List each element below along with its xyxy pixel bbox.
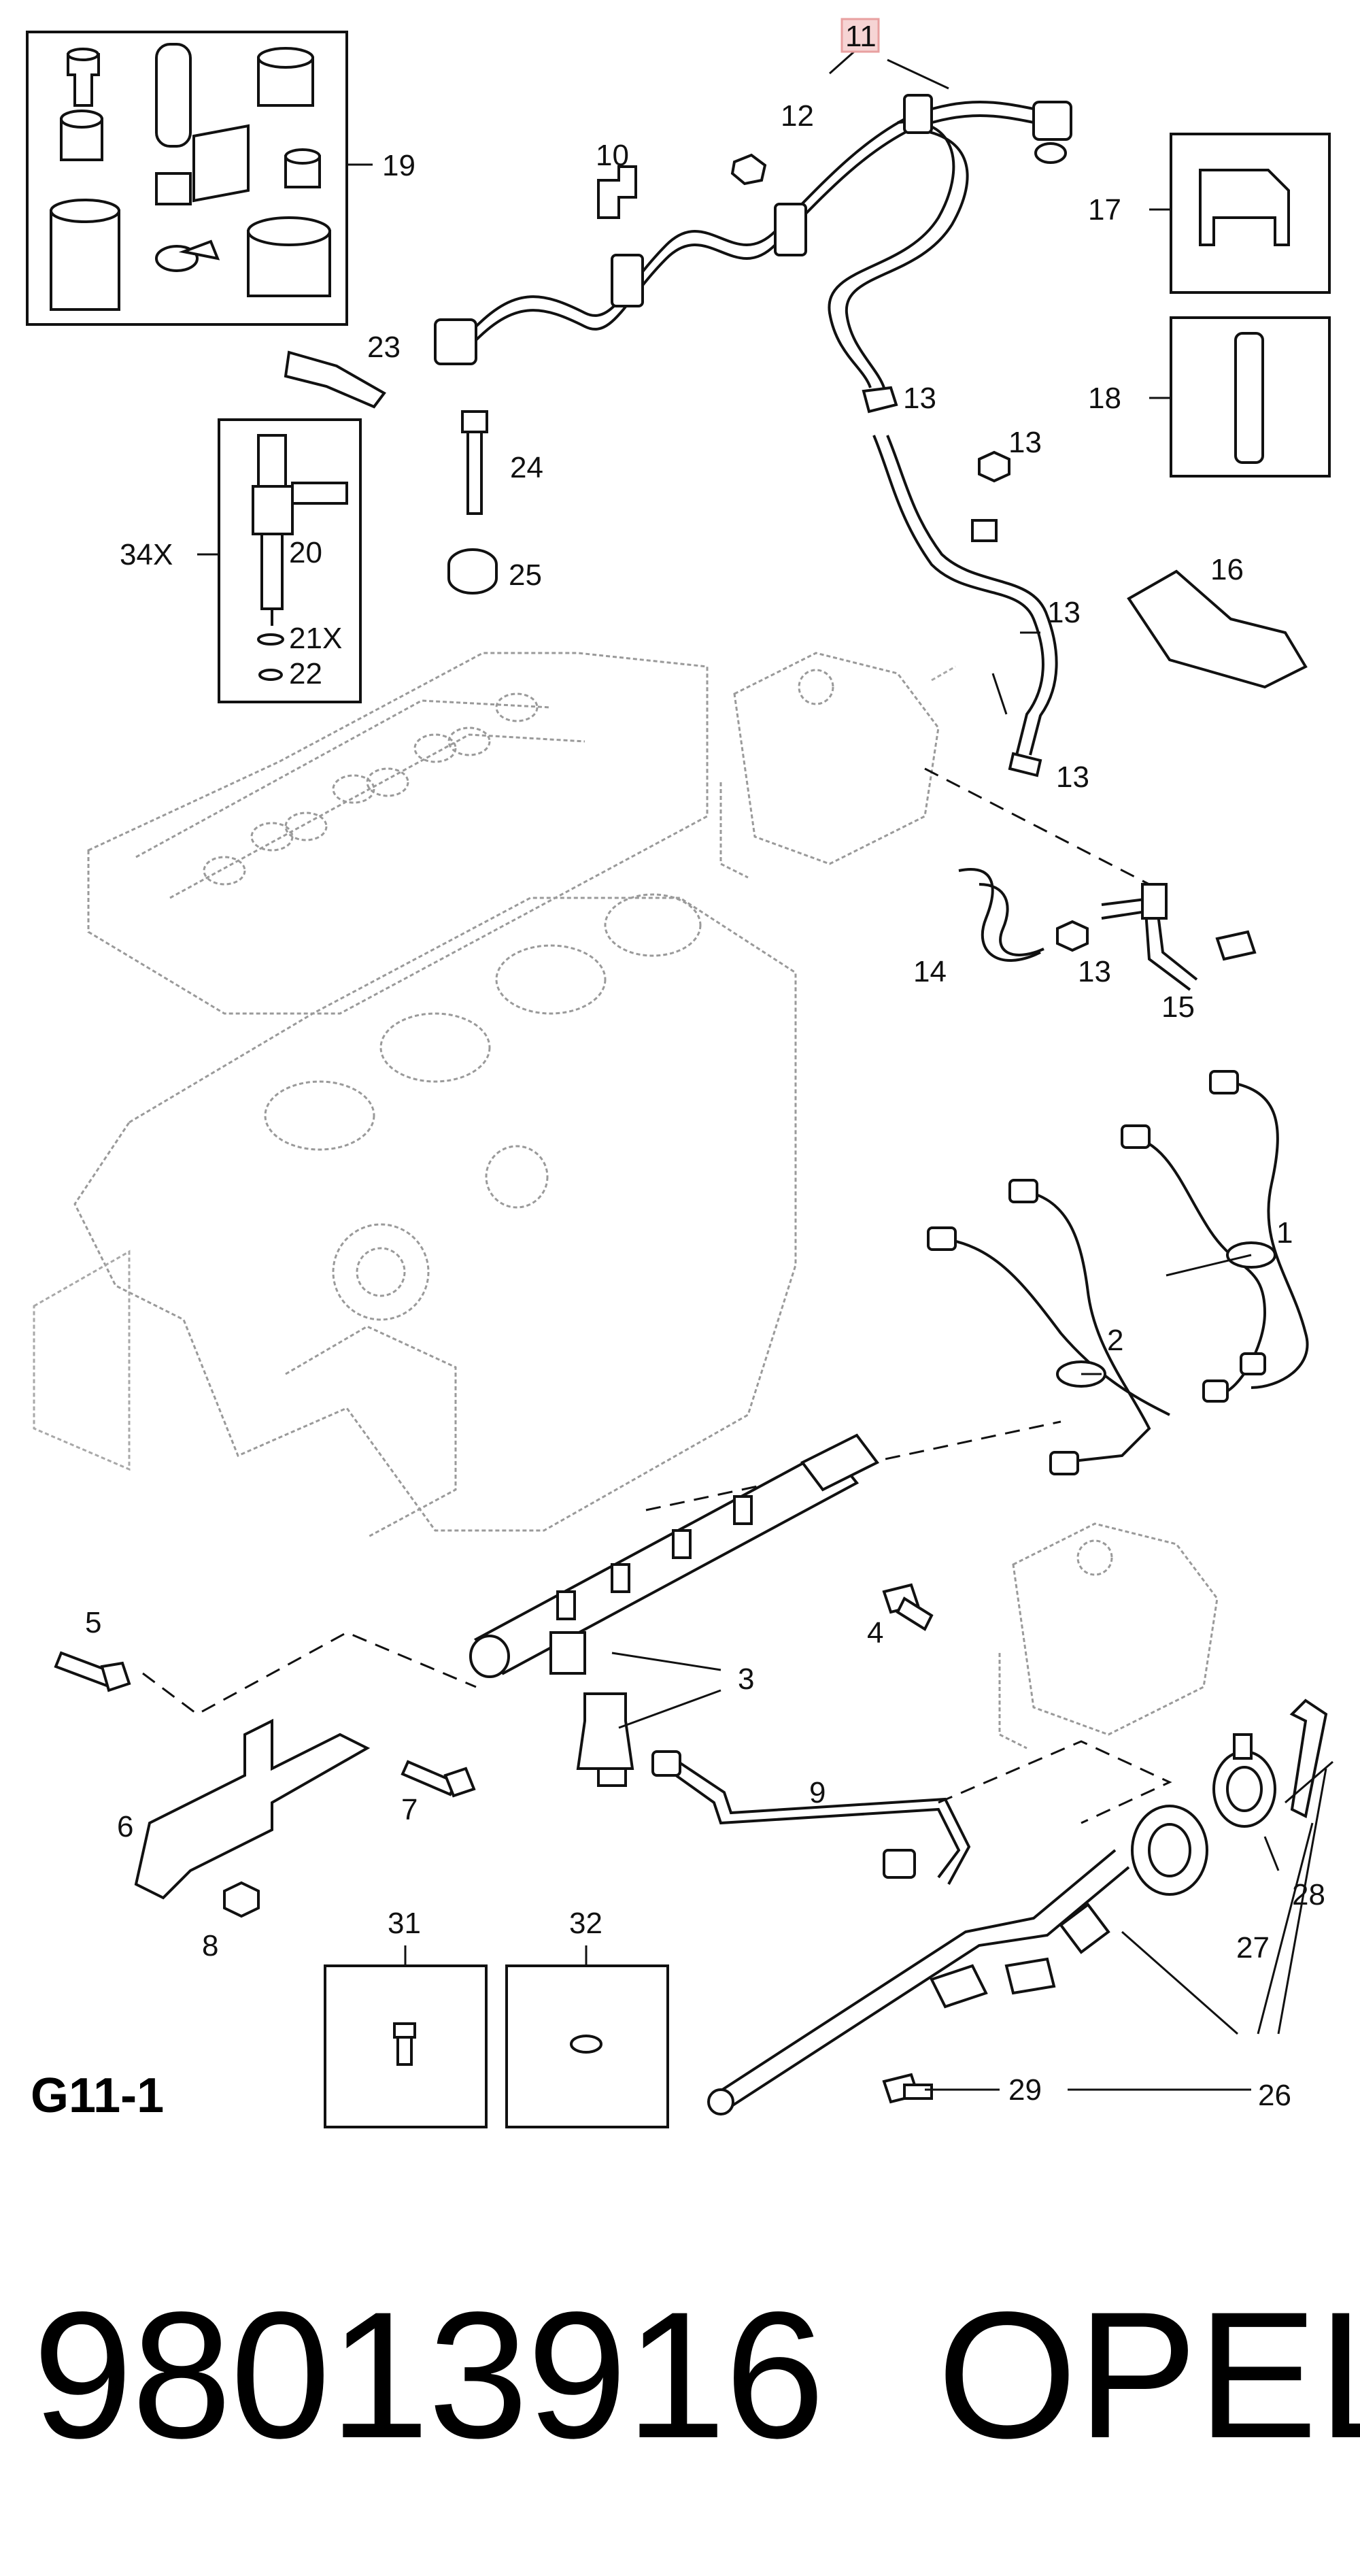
callout-1[interactable]: 1 bbox=[1276, 1216, 1293, 1250]
callout-17[interactable]: 15 bbox=[1161, 990, 1195, 1024]
bracket-25 bbox=[284, 350, 386, 409]
bolt-7 bbox=[401, 1760, 476, 1798]
brand-name: OPEL bbox=[937, 2275, 1360, 2476]
cap-27 bbox=[447, 548, 498, 595]
callout-11-highlight bbox=[840, 18, 880, 53]
callout-19[interactable]: 17 bbox=[1088, 193, 1121, 227]
callout-23[interactable]: 21X bbox=[289, 622, 342, 655]
callout-27[interactable]: 25 bbox=[509, 558, 542, 592]
callout-3[interactable]: 3 bbox=[738, 1662, 754, 1696]
callout-13-top[interactable]: 13 bbox=[903, 382, 936, 415]
callout-10[interactable]: 10 bbox=[596, 139, 629, 172]
callout-13-low[interactable]: 13 bbox=[1078, 955, 1111, 988]
inset-box-33 bbox=[505, 1945, 669, 2128]
bracket-18 bbox=[1127, 569, 1308, 689]
dash-bracket bbox=[142, 1631, 477, 1716]
pipe-14 bbox=[872, 435, 1058, 777]
pipe-9 bbox=[651, 1750, 971, 1885]
callout-34x[interactable]: 34X bbox=[120, 538, 173, 571]
pipe-17 bbox=[1101, 883, 1257, 991]
bracket-6 bbox=[134, 1718, 371, 1900]
bolt-26 bbox=[461, 410, 488, 515]
inset-box-34x bbox=[197, 418, 362, 703]
injection-pump-ghost-bottom bbox=[998, 1522, 1219, 1750]
hose-16 bbox=[958, 868, 1044, 962]
leader-lines bbox=[611, 45, 1333, 2091]
clip-10 bbox=[597, 165, 637, 219]
inset-box-20 bbox=[1149, 316, 1331, 478]
callout-26[interactable]: 24 bbox=[510, 451, 543, 484]
callout-22[interactable]: 20 bbox=[289, 536, 322, 569]
callout-31[interactable]: 29 bbox=[1008, 2073, 1042, 2107]
callout-16[interactable]: 14 bbox=[913, 955, 947, 988]
callout-30[interactable]: 28 bbox=[1292, 1878, 1325, 1911]
callout-11[interactable]: 11 bbox=[845, 20, 877, 53]
bolt-31 bbox=[882, 2073, 933, 2104]
fuel-rail-3 bbox=[469, 1433, 880, 1678]
callout-18[interactable]: 16 bbox=[1210, 553, 1244, 586]
bolt-4 bbox=[882, 1583, 934, 1631]
engine-block-ghost bbox=[33, 893, 797, 1539]
callout-29[interactable]: 27 bbox=[1236, 1931, 1270, 1964]
callout-21x[interactable]: 19 bbox=[382, 149, 415, 182]
callout-9[interactable]: 9 bbox=[809, 1776, 826, 1809]
callout-7[interactable]: 7 bbox=[401, 1793, 418, 1826]
injector-pipes-1 bbox=[1121, 1070, 1309, 1403]
callout-5[interactable]: 5 bbox=[85, 1606, 101, 1639]
inset-box-32 bbox=[324, 1945, 488, 2128]
callout-32[interactable]: 31 bbox=[388, 1907, 421, 1940]
inset-box-19 bbox=[1149, 133, 1331, 294]
callout-20[interactable]: 18 bbox=[1088, 382, 1121, 415]
fuel-return-hose-assembly bbox=[434, 94, 1072, 414]
clip-30 bbox=[1289, 1699, 1328, 1818]
callout-13-mid[interactable]: 13 bbox=[1056, 760, 1089, 794]
dash-pump-top bbox=[924, 767, 1150, 886]
callout-4[interactable]: 4 bbox=[867, 1616, 883, 1650]
injection-pump-ghost-top bbox=[719, 652, 956, 879]
pressure-regulator-29 bbox=[1212, 1733, 1276, 1828]
callout-24[interactable]: 22 bbox=[289, 657, 322, 690]
nut-13-lower bbox=[1056, 920, 1089, 952]
callout-28[interactable]: 26 bbox=[1258, 2079, 1291, 2112]
callout-2[interactable]: 2 bbox=[1107, 1324, 1123, 1357]
callout-12[interactable]: 12 bbox=[781, 99, 814, 133]
nut-15 bbox=[978, 450, 1010, 483]
dash-pump-bottom bbox=[938, 1740, 1172, 1824]
pressure-sensor bbox=[576, 1692, 634, 1787]
stud-5 bbox=[54, 1651, 131, 1692]
cylinder-head-ghost bbox=[87, 652, 709, 1015]
callout-8[interactable]: 8 bbox=[202, 1929, 218, 1962]
dash-rail-pump bbox=[645, 1420, 1061, 1511]
callout-25[interactable]: 23 bbox=[367, 331, 401, 364]
callout-33[interactable]: 32 bbox=[569, 1907, 602, 1940]
fuel-pipe-28 bbox=[707, 1805, 1208, 2115]
callout-6[interactable]: 6 bbox=[117, 1810, 133, 1843]
part-number: 98013916 bbox=[33, 2275, 825, 2476]
diagram-code: G11-1 bbox=[31, 2069, 165, 2123]
nut-8 bbox=[223, 1881, 260, 1918]
injector-pipes-2 bbox=[927, 1179, 1170, 1475]
nut-12 bbox=[730, 153, 767, 186]
callout-14[interactable]: 13 bbox=[1047, 596, 1081, 629]
kit-box-21x bbox=[26, 31, 373, 326]
callout-15[interactable]: 13 bbox=[1008, 426, 1042, 459]
